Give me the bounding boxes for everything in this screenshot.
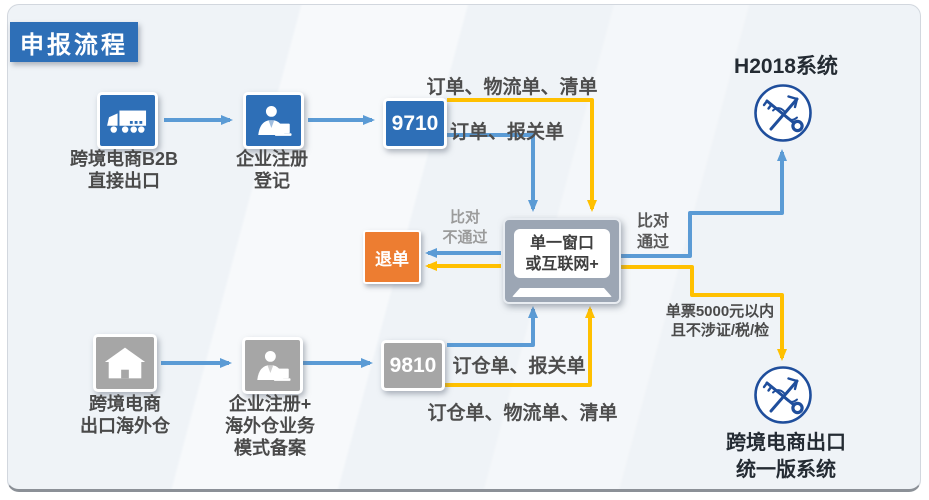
h2018-system-title: H2018系统 <box>734 55 838 78</box>
node-overseas-warehouse-label: 跨境电商 出口海外仓 <box>80 394 170 436</box>
label-9710-docs-lower: 订单、报关单 <box>449 122 564 143</box>
node-register-filing-label: 企业注册+ 海外仓业务 模式备案 <box>225 394 315 458</box>
label-condition: 单票5000元以内 且不涉证/税/检 <box>665 303 775 339</box>
node-overseas-warehouse <box>93 334 157 392</box>
warehouse-icon <box>104 347 146 379</box>
clerk-icon <box>257 105 291 136</box>
customs-emblem-icon-unified <box>752 364 814 431</box>
label-compare-fail: 比对 不通过 <box>442 209 488 246</box>
node-enterprise-register-label: 企业注册 登记 <box>236 149 308 191</box>
label-compare-pass: 比对 通过 <box>636 213 669 251</box>
node-b2b-export <box>97 92 158 149</box>
laptop-base <box>512 288 612 297</box>
label-9710-docs-upper: 订单、物流单、清单 <box>426 77 598 98</box>
node-single-window: 单一窗口 或互联网+ <box>503 218 621 304</box>
node-code-9710: 9710 <box>383 98 447 149</box>
unified-system-title: 跨境电商出口 统一版系统 <box>726 432 846 481</box>
node-reject: 退单 <box>363 230 421 284</box>
clerk-icon <box>256 350 290 381</box>
label-9810-docs-lower: 订仓单、物流单、清单 <box>427 403 618 424</box>
node-b2b-export-label: 跨境电商B2B 直接出口 <box>69 149 178 191</box>
label-9810-docs-upper: 订仓单、报关单 <box>452 356 586 377</box>
truck-icon <box>106 110 146 133</box>
node-register-filing <box>242 337 303 394</box>
page-title: 申报流程 <box>10 22 138 62</box>
node-enterprise-register <box>243 92 304 149</box>
customs-emblem-icon-h2018 <box>752 82 814 149</box>
laptop-icon: 单一窗口 或互联网+ <box>514 229 610 278</box>
node-code-9810: 9810 <box>381 340 445 391</box>
